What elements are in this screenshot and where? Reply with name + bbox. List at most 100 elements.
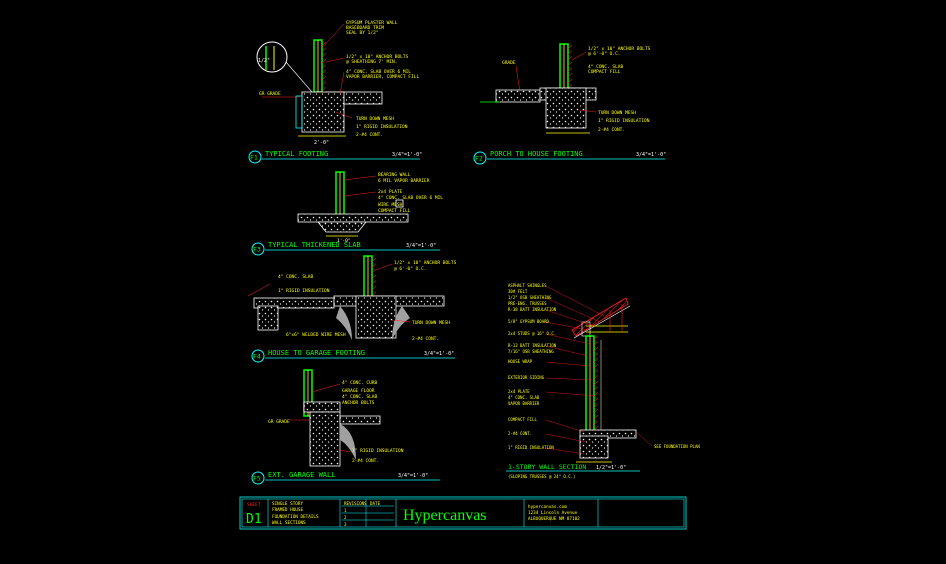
svg-text:ASPHALT SHINGLES: ASPHALT SHINGLES (508, 283, 547, 288)
svg-text:FOUNDATION DETAILS: FOUNDATION DETAILS (272, 514, 319, 520)
svg-text:2x4 PLATE: 2x4 PLATE (378, 189, 403, 195)
svg-text:1/2" x 10" ANCHOR BOLTS: 1/2" x 10" ANCHOR BOLTS (394, 260, 457, 266)
f5-tag-circle (251, 471, 265, 485)
svg-text:3: 3 (344, 522, 347, 527)
svg-text:1/2" x 10" ANCHOR BOLTS: 1/2" x 10" ANCHOR BOLTS (588, 46, 651, 52)
svg-text:VAPOR BARRIER: VAPOR BARRIER (508, 401, 540, 406)
svg-text:@ SHEATHING 7' MIN.: @ SHEATHING 7' MIN. (346, 59, 397, 65)
svg-text:1" RIGID INSULATION: 1" RIGID INSULATION (356, 124, 408, 130)
svg-text:GARAGE FLOOR: GARAGE FLOOR (342, 388, 375, 394)
svg-text:4" CONC. SLAB OVER 6 MIL: 4" CONC. SLAB OVER 6 MIL (378, 195, 443, 201)
svg-text:GR GRADE: GR GRADE (268, 419, 290, 425)
f5-scale: 3/4"=1'-0" (398, 473, 428, 479)
svg-text:2x4 PLATE: 2x4 PLATE (508, 389, 530, 394)
svg-text:SINGLE STORY: SINGLE STORY (272, 501, 303, 507)
title-block: SHEET D1 SINGLE STORY FRAMED HOUSE FOUND… (239, 496, 687, 530)
svg-text:1'-0": 1'-0" (337, 238, 351, 244)
svg-text:1" RIGID INSULATION: 1" RIGID INSULATION (278, 288, 330, 294)
svg-text:1: 1 (344, 508, 347, 513)
ws-notes: ASPHALT SHINGLES 30# FELT 1/2" OSB SHEAT… (508, 283, 700, 450)
f4-tag-circle (251, 349, 265, 363)
svg-text:TURN DOWN MESH: TURN DOWN MESH (356, 116, 394, 122)
svg-text:WALL SECTIONS: WALL SECTIONS (272, 520, 306, 526)
ws-note: (SLOPING TRUSSES @ 24" O.C.) (508, 474, 575, 479)
ws-title: 1-STORY WALL SECTION (508, 463, 586, 471)
company-info: hypercanvas.com 1234 Lincoln Avenue ALBU… (528, 504, 580, 522)
ws-leaders (545, 285, 653, 455)
detail-f5-ext-garage-wall: GR GRADE 4" CONC. CURB GARAGE FLOOR 4" C… (251, 369, 440, 485)
svg-text:1/2" OSB SHEATHING: 1/2" OSB SHEATHING (508, 295, 552, 300)
sheet-number: D1 (246, 512, 262, 527)
f4-tag: F4 (253, 353, 261, 361)
svg-text:COMPACT FILL: COMPACT FILL (508, 417, 537, 422)
svg-text:TURN DOWN MESH: TURN DOWN MESH (598, 110, 636, 116)
svg-text:4" CONC. SLAB: 4" CONC. SLAB (342, 394, 378, 400)
project-info: SINGLE STORY FRAMED HOUSE FOUNDATION DET… (272, 501, 319, 526)
detail-f1-typical-footing: 1/2" 2'-0" GR GRADE GYPSUM PLASTER WALL … (248, 20, 422, 164)
f3-scale: 3/4"=1'-0" (406, 243, 436, 249)
svg-text:2-#4 CONT.: 2-#4 CONT. (412, 336, 439, 342)
svg-text:4" CONC. SLAB: 4" CONC. SLAB (508, 395, 540, 400)
detail-wall-section: ASPHALT SHINGLES 30# FELT 1/2" OSB SHEAT… (506, 283, 700, 479)
svg-text:1/2" x 10" ANCHOR BOLTS: 1/2" x 10" ANCHOR BOLTS (346, 54, 409, 60)
f1-notes: GYPSUM PLASTER WALL BASEBOARD TRIM SEAL … (321, 20, 419, 138)
svg-text:hypercanvas.com: hypercanvas.com (528, 504, 567, 510)
svg-text:ANCHOR BOLTS: ANCHOR BOLTS (342, 400, 375, 406)
sheet-label: SHEET (247, 502, 261, 508)
svg-text:7/16" OSB SHEATHING: 7/16" OSB SHEATHING (508, 349, 554, 354)
svg-text:R-38 BATT INSULATION: R-38 BATT INSULATION (508, 307, 557, 312)
svg-text:1" RIGID INSULATION: 1" RIGID INSULATION (352, 448, 404, 454)
f4-notes: 4" CONC. SLAB 1" RIGID INSULATION 1/2" x… (278, 260, 457, 342)
svg-text:WIRE MESH: WIRE MESH (378, 202, 403, 208)
f3-title: TYPICAL THICKENED SLAB (268, 241, 361, 249)
f5-notes: 4" CONC. CURB GARAGE FLOOR 4" CONC. SLAB… (311, 380, 404, 464)
svg-text:SEE FOUNDATION PLAN: SEE FOUNDATION PLAN (654, 444, 700, 449)
svg-text:6 MIL VAPOR BARRIER: 6 MIL VAPOR BARRIER (378, 178, 430, 184)
svg-text:VAPOR BARRIER, COMPACT FILL: VAPOR BARRIER, COMPACT FILL (346, 74, 419, 80)
f3-tag-circle (251, 242, 265, 256)
f1-tag: F1 (250, 154, 258, 162)
svg-text:BASEBOARD TRIM: BASEBOARD TRIM (346, 25, 384, 31)
svg-text:GRADE: GRADE (502, 60, 516, 66)
svg-text:1" RIGID INSULATION: 1" RIGID INSULATION (598, 118, 650, 124)
svg-text:2-#4 CONT.: 2-#4 CONT. (352, 458, 379, 464)
f2-tag-circle (473, 151, 487, 165)
f1-dim: 2'-0" (314, 140, 329, 146)
svg-text:HOUSE WRAP: HOUSE WRAP (508, 359, 533, 364)
detail-f4-house-to-garage-footing: 4" CONC. SLAB 1" RIGID INSULATION 1/2" x… (247, 255, 457, 363)
f5-tag: F5 (253, 475, 261, 483)
brand-logo: Hypercanvas (403, 507, 487, 524)
svg-text:PRE-ENG. TRUSSES: PRE-ENG. TRUSSES (508, 301, 547, 306)
f2-tag: F2 (475, 155, 483, 163)
svg-text:COMPACT FILL: COMPACT FILL (588, 69, 621, 75)
svg-text:2-#4 CONT.: 2-#4 CONT. (356, 132, 383, 138)
svg-text:FRAMED HOUSE: FRAMED HOUSE (272, 507, 303, 513)
svg-text:1/2": 1/2" (258, 58, 270, 64)
svg-text:2-#4 CONT.: 2-#4 CONT. (598, 127, 625, 133)
svg-text:TURN DOWN MESH: TURN DOWN MESH (412, 320, 450, 326)
svg-text:1" RIGID INSULATION: 1" RIGID INSULATION (508, 445, 554, 450)
svg-text:@ 6'-0" O.C.: @ 6'-0" O.C. (588, 51, 621, 57)
f4-scale: 3/4"=1'-0" (424, 351, 454, 357)
svg-text:GYPSUM PLASTER WALL: GYPSUM PLASTER WALL (346, 20, 398, 26)
detail-f3-typical-thickened-slab: 1'-0" BEARING WALL 6 MIL VAPOR BARRIER 2… (251, 171, 443, 256)
svg-text:30# FELT: 30# FELT (508, 289, 528, 294)
svg-text:2: 2 (344, 515, 347, 520)
svg-text:ALBUQUERQUE NM 87102: ALBUQUERQUE NM 87102 (528, 516, 580, 522)
f1-scale: 3/4"=1'-0" (392, 152, 422, 158)
svg-text:2x4 STUDS @ 16" O.C.: 2x4 STUDS @ 16" O.C. (508, 331, 556, 336)
svg-text:COMPACT FILL: COMPACT FILL (378, 208, 411, 214)
ws-scale: 1/2"=1'-0" (596, 465, 626, 471)
svg-text:6"x6" WELDED WIRE MESH: 6"x6" WELDED WIRE MESH (286, 332, 346, 338)
svg-text:BEARING WALL: BEARING WALL (378, 172, 411, 178)
f2-title: PORCH TO HOUSE FOOTING (490, 150, 583, 158)
svg-text:4" CONC. SLAB: 4" CONC. SLAB (588, 64, 624, 70)
date-label: DATE (370, 501, 381, 506)
svg-text:GR GRADE: GR GRADE (259, 91, 281, 97)
f1-title: TYPICAL FOOTING (265, 150, 328, 158)
f3-notes: BEARING WALL 6 MIL VAPOR BARRIER 2x4 PLA… (343, 172, 443, 214)
f4-title: HOUSE TO GARAGE FOOTING (268, 349, 365, 357)
f1-callout-circle (256, 41, 288, 73)
svg-text:@ 6'-0" O.C.: @ 6'-0" O.C. (394, 266, 427, 272)
